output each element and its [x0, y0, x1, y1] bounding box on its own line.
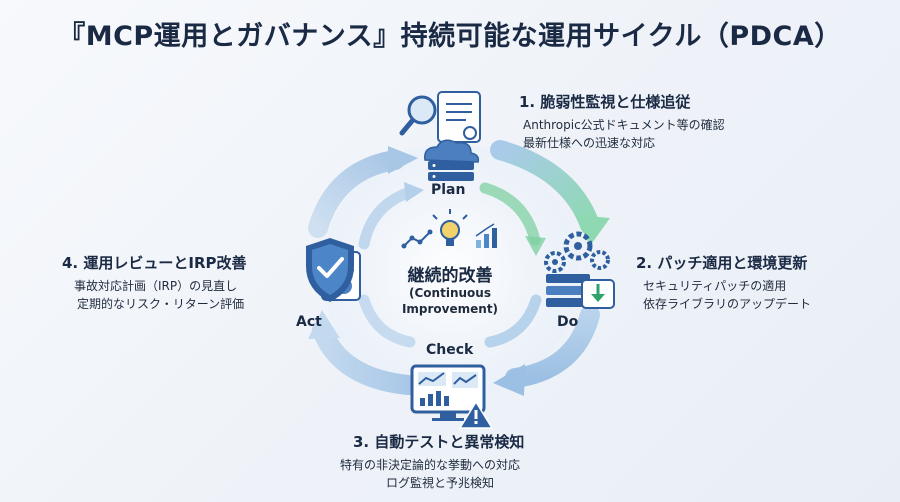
arrow-head-do-to-check: [493, 364, 525, 396]
inner-arc-1: [479, 182, 541, 246]
phase-label-do: Do: [557, 314, 579, 330]
arrow-head-plan-to-do: [575, 215, 610, 246]
step-4-line-1: 事故対応計画（IRP）の見直し: [74, 279, 238, 293]
check-icon: [410, 364, 494, 429]
arrow-head-check-to-act: [308, 310, 340, 339]
act-icon: [306, 238, 361, 302]
arc-act-to-plan: [308, 150, 405, 238]
inner-arc-3: [358, 294, 416, 348]
center-subtitle-2: Improvement): [401, 302, 499, 316]
do-icon: [544, 231, 615, 309]
arc-plan-to-do: [490, 140, 600, 235]
arc-check-to-act: [312, 320, 418, 395]
phase-label-act: Act: [296, 314, 322, 330]
step-3-line-1: 特有の非決定論的な挙動への対応: [340, 458, 521, 472]
step-2-line-1: セキュリティパッチの適用: [643, 279, 787, 293]
inner-arc-2: [484, 294, 542, 348]
step-2-line-2: 依存ライブラリのアップデート: [643, 297, 812, 311]
phase-label-check: Check: [426, 342, 474, 358]
center-subtitle-1: (Continuous: [409, 286, 491, 300]
inner-arrow-head-1: [525, 236, 546, 256]
page-title: 『MCP運用とガバナンス』持続可能な運用サイクル（PDCA）: [58, 21, 842, 52]
arc-do-to-check: [505, 305, 600, 388]
step-1-line-1: Anthropic公式ドキュメント等の確認: [523, 118, 725, 132]
arrow-head-act-to-plan: [388, 146, 418, 174]
step-4-heading: 4. 運用レビューとIRP改善: [62, 254, 247, 272]
step-1-heading: 1. 脆弱性監視と仕様追従: [519, 93, 691, 111]
inner-arrow-head-4: [404, 182, 424, 202]
step-3-line-2: ログ監視と予兆検知: [386, 476, 495, 490]
step-3-heading: 3. 自動テストと異常検知: [353, 433, 525, 451]
step-1-line-2: 最新仕様への迅速な対応: [523, 136, 656, 150]
step-4-line-2: 定期的なリスク・リターン評価: [77, 297, 245, 311]
center-title: 継続的改善: [407, 266, 493, 286]
phase-label-plan: Plan: [431, 182, 466, 198]
step-2-heading: 2. パッチ適用と環境更新: [636, 254, 808, 272]
inner-arc-4: [358, 186, 416, 250]
plan-icon: [399, 91, 481, 181]
center-icon: [401, 209, 497, 249]
